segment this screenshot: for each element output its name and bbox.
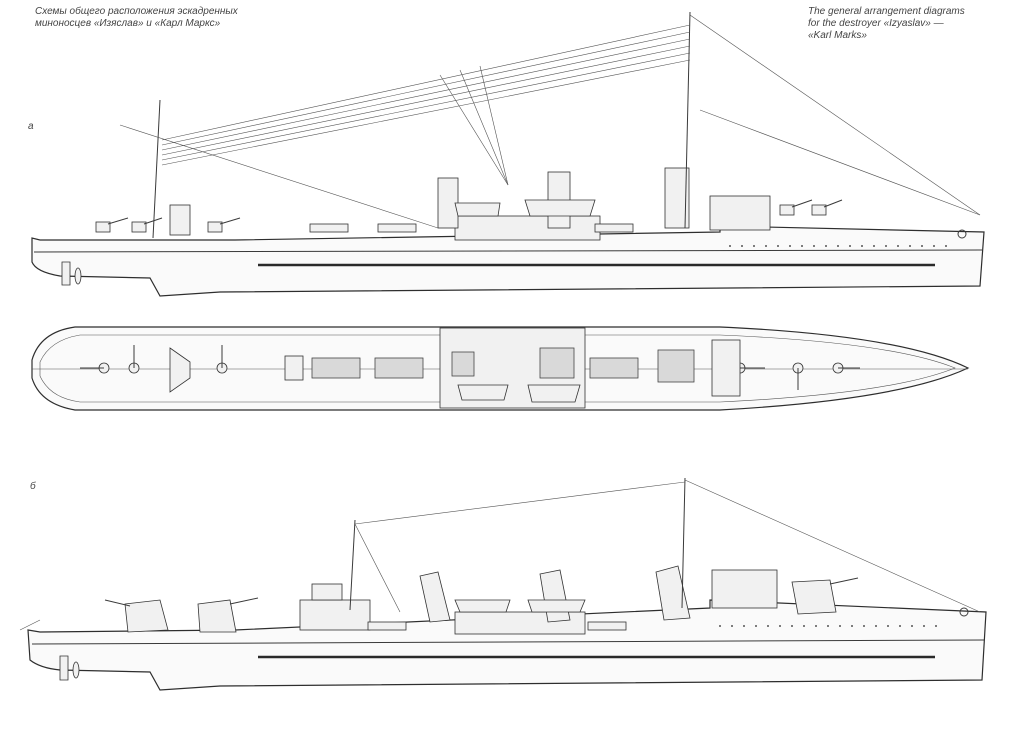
caption-russian: Схемы общего расположения эскадренных ми… xyxy=(35,6,238,30)
profile-b-portholes xyxy=(719,625,937,627)
profile-b-waterline xyxy=(31,639,985,645)
profile-a xyxy=(31,11,985,297)
figure-label-b: б xyxy=(30,481,36,492)
profile-a-waterline xyxy=(33,249,983,253)
profile-b-aft-gun-house-1 xyxy=(124,599,169,633)
profile-a-funnel-3 xyxy=(664,167,690,229)
plan-funnel-2-top xyxy=(539,347,575,379)
profile-a-aft-house xyxy=(169,204,191,236)
profile-a-boat-1 xyxy=(454,202,501,217)
profile-a-bridge xyxy=(709,195,771,231)
plan-guns xyxy=(80,345,860,390)
plan-torpedo-tubes xyxy=(284,355,639,381)
profile-b-main-mast xyxy=(349,519,356,611)
profile-b-searchlight-platform xyxy=(311,583,343,601)
profile-b-fore-mast xyxy=(681,477,686,609)
caption-en-line2: for the destroyer «Izyaslav» — xyxy=(808,18,944,29)
caption-english: The general arrangement diagrams for the… xyxy=(808,6,965,42)
profile-a-torpedo-tubes xyxy=(309,223,634,233)
profile-a-hawse-icon xyxy=(957,229,967,239)
caption-en-line1: The general arrangement diagrams xyxy=(808,6,965,17)
caption-ru-line2: миноносцев «Изяслав» и «Карл Маркс» xyxy=(35,18,221,29)
profile-a-rigging xyxy=(119,14,981,229)
plan-boat-1 xyxy=(457,384,509,401)
plan-view xyxy=(31,326,970,411)
profile-b-hawse-icon xyxy=(959,607,969,617)
profile-b-funnel-3 xyxy=(655,565,691,621)
profile-a-rudder xyxy=(61,261,71,286)
profile-b-aft-house xyxy=(299,599,371,631)
caption-en-line3: «Karl Marks» xyxy=(808,30,867,41)
plan-funnel-3-top xyxy=(657,349,695,383)
profile-a-fore-mast xyxy=(684,11,691,229)
plan-funnel-1-top xyxy=(451,351,475,377)
caption-ru-line1: Схемы общего расположения эскадренных xyxy=(35,6,238,17)
profile-b-bridge xyxy=(711,569,778,609)
profile-b-rudder xyxy=(59,655,69,681)
profile-a-main-mast xyxy=(152,99,161,239)
profile-b-boat-1 xyxy=(454,599,511,613)
profile-a-propeller xyxy=(74,267,82,285)
profile-b-fwd-gun-house xyxy=(791,579,837,615)
figure-label-a: а xyxy=(28,121,34,132)
profile-a-deckhouse xyxy=(454,215,601,241)
profile-a-boat-2 xyxy=(524,199,596,217)
profile-b-boat-2 xyxy=(527,599,586,613)
profile-a-portholes xyxy=(729,245,947,247)
profile-b-propeller xyxy=(72,661,80,679)
profile-b-aft-gun-house-2 xyxy=(197,599,237,633)
plan-bridge xyxy=(711,339,741,397)
profile-b-funnel-1 xyxy=(419,571,451,623)
profile-b-torpedo-tubes xyxy=(367,621,627,631)
profile-b xyxy=(19,477,987,691)
plan-boat-2 xyxy=(527,384,581,403)
profile-a-guns xyxy=(95,199,843,233)
plan-aft-house xyxy=(169,347,191,393)
profile-b-rigging xyxy=(19,479,981,631)
